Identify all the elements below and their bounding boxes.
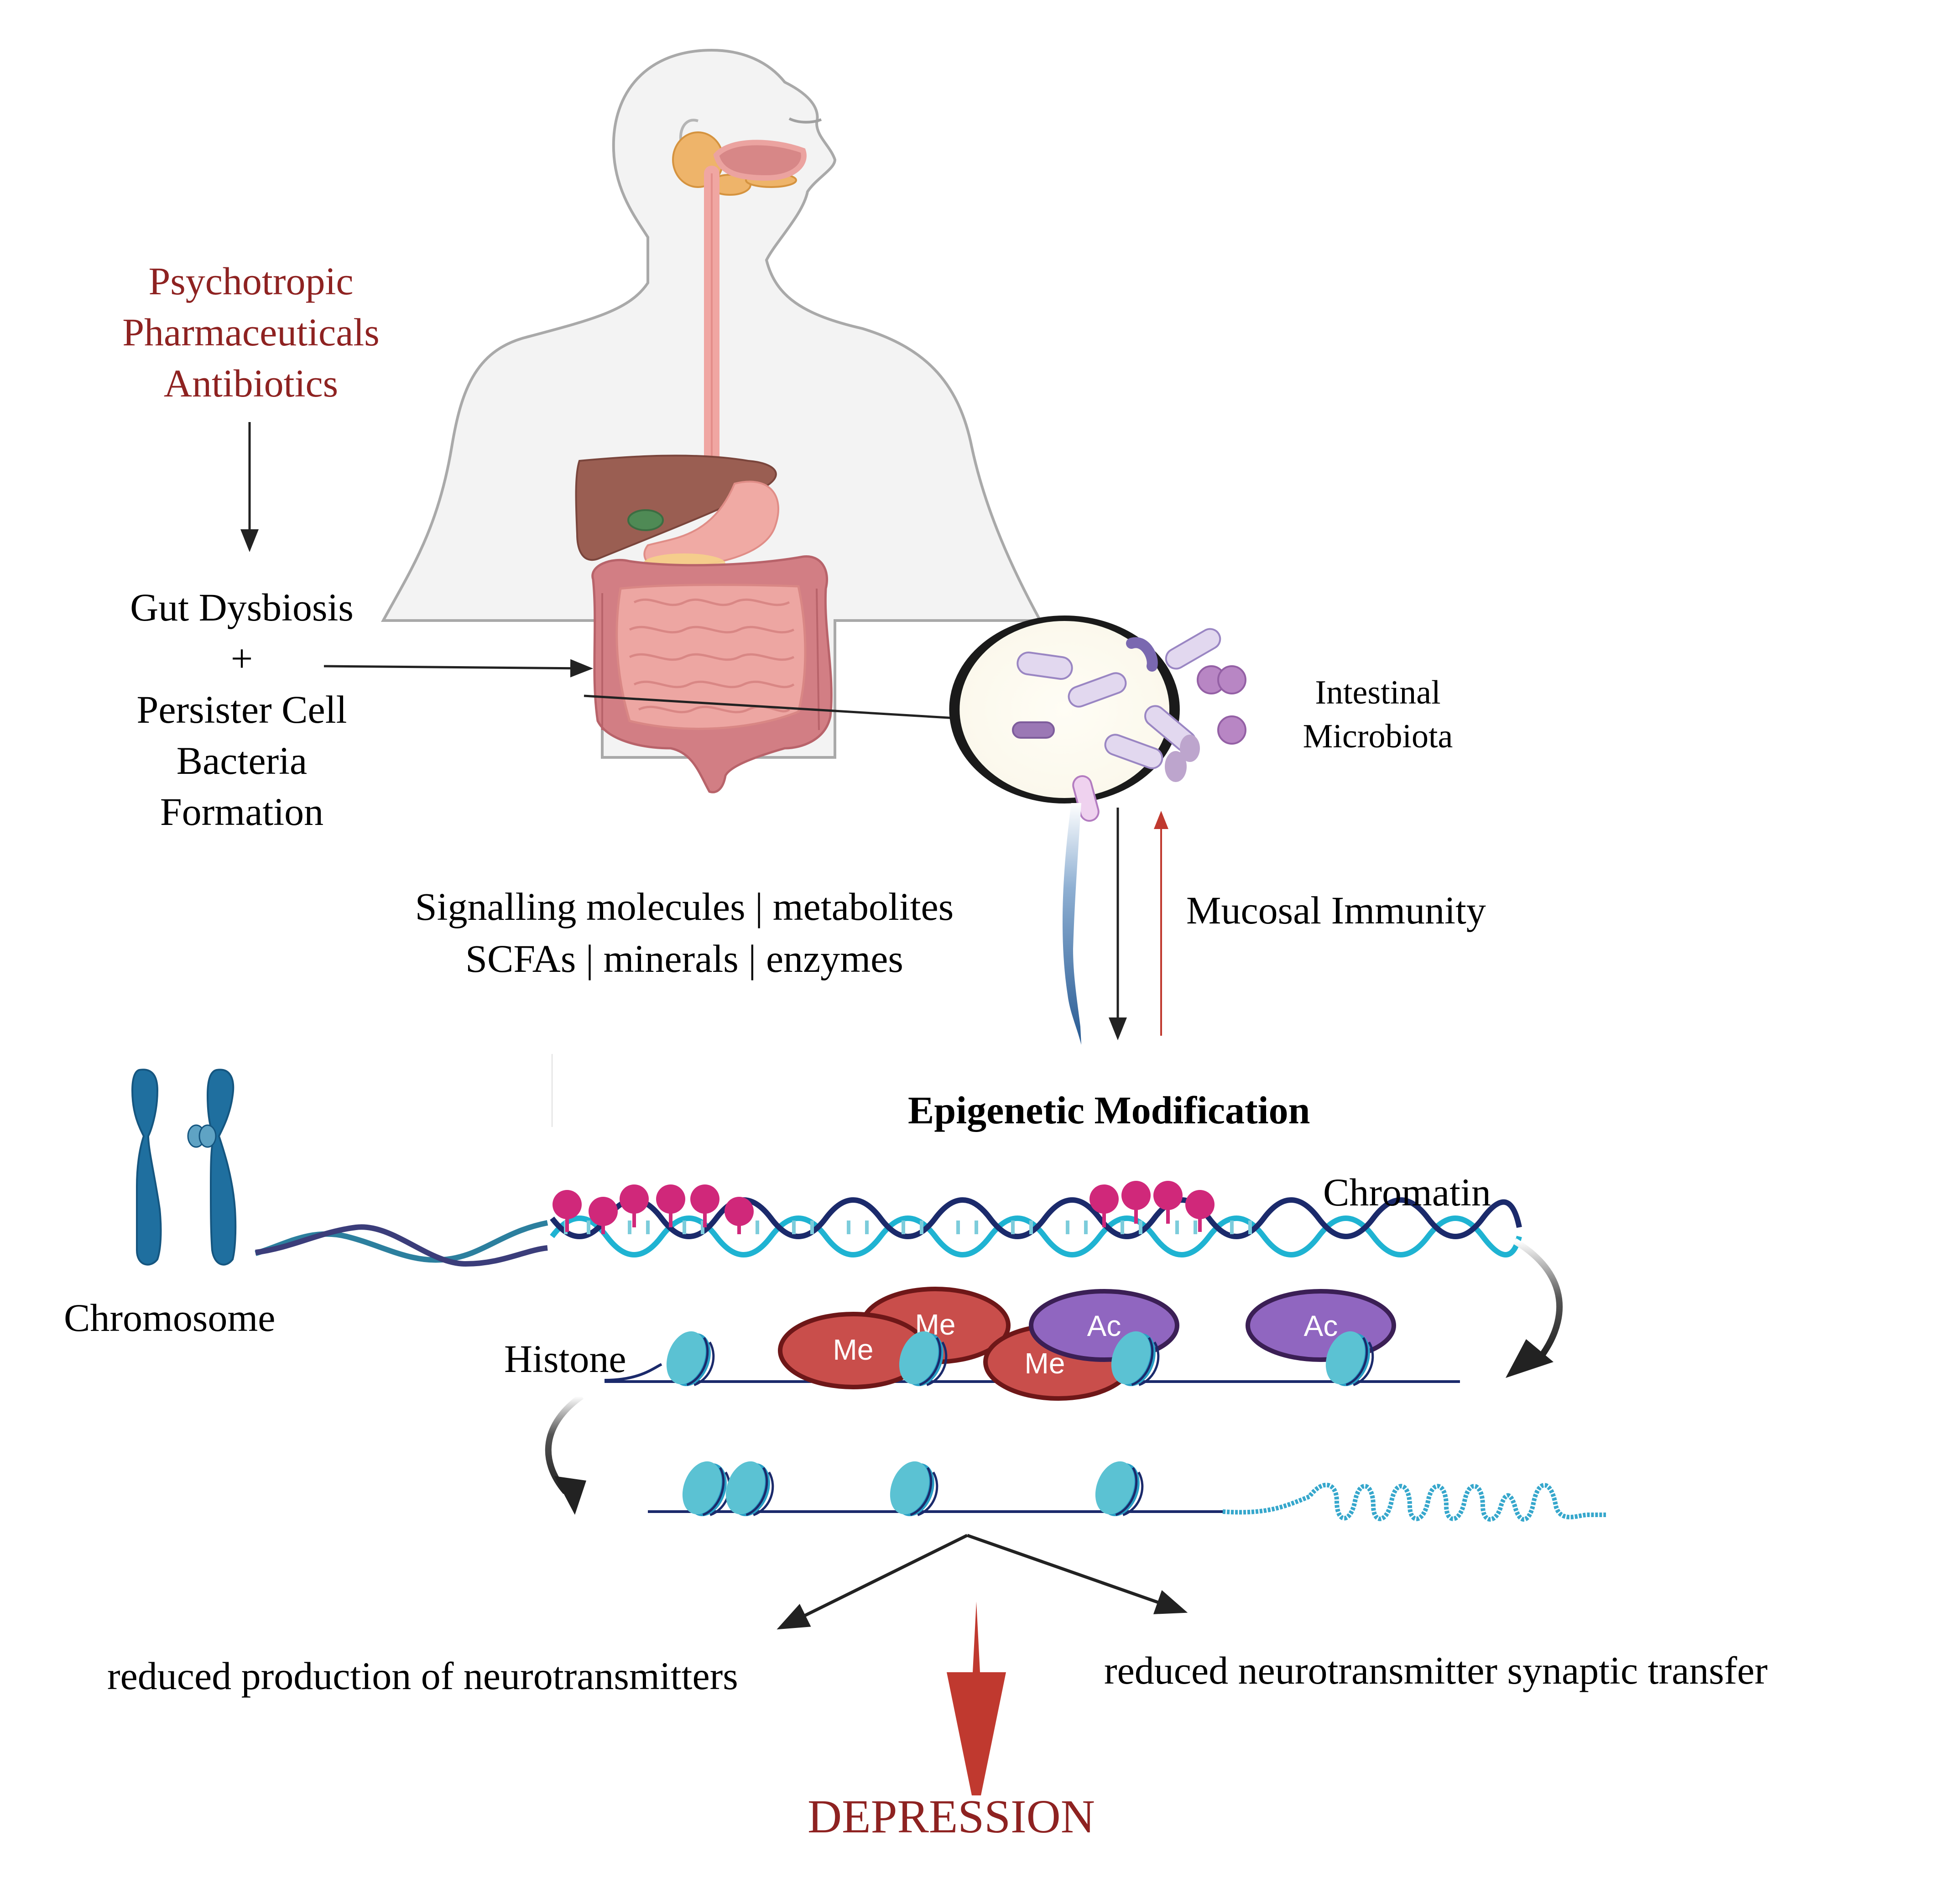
drug-line-psychotropic: Psychotropic: [148, 259, 354, 303]
chromatin-label: Chromatin: [1323, 1170, 1491, 1214]
signals-line-2: SCFAs | minerals | enzymes: [465, 937, 903, 981]
microbiota-line-2: Microbiota: [1303, 718, 1453, 755]
signals-line-1: Signalling molecules | metabolites: [415, 885, 954, 929]
drug-exposure-label: Psychotropic Pharmaceuticals Antibiotics: [87, 256, 415, 409]
gut-dysbiosis-text: Gut Dysbiosis: [130, 585, 354, 629]
intestinal-microbiota-label: Intestinal Microbiota: [1268, 671, 1487, 758]
plus-sign: +: [230, 636, 253, 680]
human-body-illustration: [381, 48, 1043, 793]
histone-row: Me Me Me Ac Ac: [604, 1287, 1460, 1401]
mucosal-immunity-label: Mucosal Immunity: [1186, 888, 1486, 932]
depression-label: DEPRESSION: [808, 1790, 1095, 1843]
binding-protein-cluster-right: [1089, 1181, 1215, 1232]
chromosome-label: Chromosome: [64, 1296, 276, 1340]
drug-line-pharmaceuticals: Pharmaceuticals: [122, 310, 380, 354]
histone-label: Histone: [504, 1337, 626, 1381]
signalling-swoosh-arrow: [1062, 803, 1081, 1045]
chromatin-to-histone-curved-arrow: [1513, 1238, 1563, 1357]
me-label-2: Me: [833, 1333, 874, 1366]
compacted-chromatin-row: [648, 1461, 1606, 1522]
gut-to-microbiota-arrow: [584, 694, 1006, 729]
gallbladder-icon: [627, 509, 664, 531]
signalling-molecules-label: Signalling molecules | metabolites SCFAs…: [351, 881, 1017, 985]
to-depression-red-arrow: [947, 1602, 1006, 1795]
dna-binding-proteins: [553, 1181, 1215, 1234]
persister-cell-text: Persister Cell: [136, 688, 347, 731]
dna-strand: [255, 1197, 1522, 1267]
epigenetic-modification-label: Epigenetic Modification: [908, 1088, 1310, 1132]
reduced-production-label: reduced production of neurotransmitters: [107, 1654, 738, 1698]
bacteria-cluster: [1012, 628, 1246, 822]
formation-text: Formation: [160, 790, 324, 834]
to-reduced-transfer-arrow: [966, 1534, 1188, 1614]
chromosome-icon: [131, 1069, 237, 1266]
binding-protein-cluster-left: [553, 1184, 754, 1234]
nucleosomes-modified: [666, 1331, 1374, 1387]
ac-label-1: Ac: [1087, 1309, 1121, 1342]
to-reduced-production-arrow: [777, 1534, 968, 1630]
dysbiosis-to-gut-arrow: [323, 659, 593, 678]
coiled-chromatin-fiber: [1222, 1482, 1606, 1522]
reduced-transfer-label: reduced neurotransmitter synaptic transf…: [1104, 1648, 1768, 1692]
gut-condition-label: Gut Dysbiosis + Persister Cell Bacteria …: [87, 582, 397, 837]
ac-label-2: Ac: [1304, 1309, 1338, 1342]
microbiota-line-1: Intestinal: [1315, 674, 1441, 711]
drug-line-antibiotics: Antibiotics: [163, 361, 339, 405]
bacteria-text: Bacteria: [176, 739, 308, 782]
